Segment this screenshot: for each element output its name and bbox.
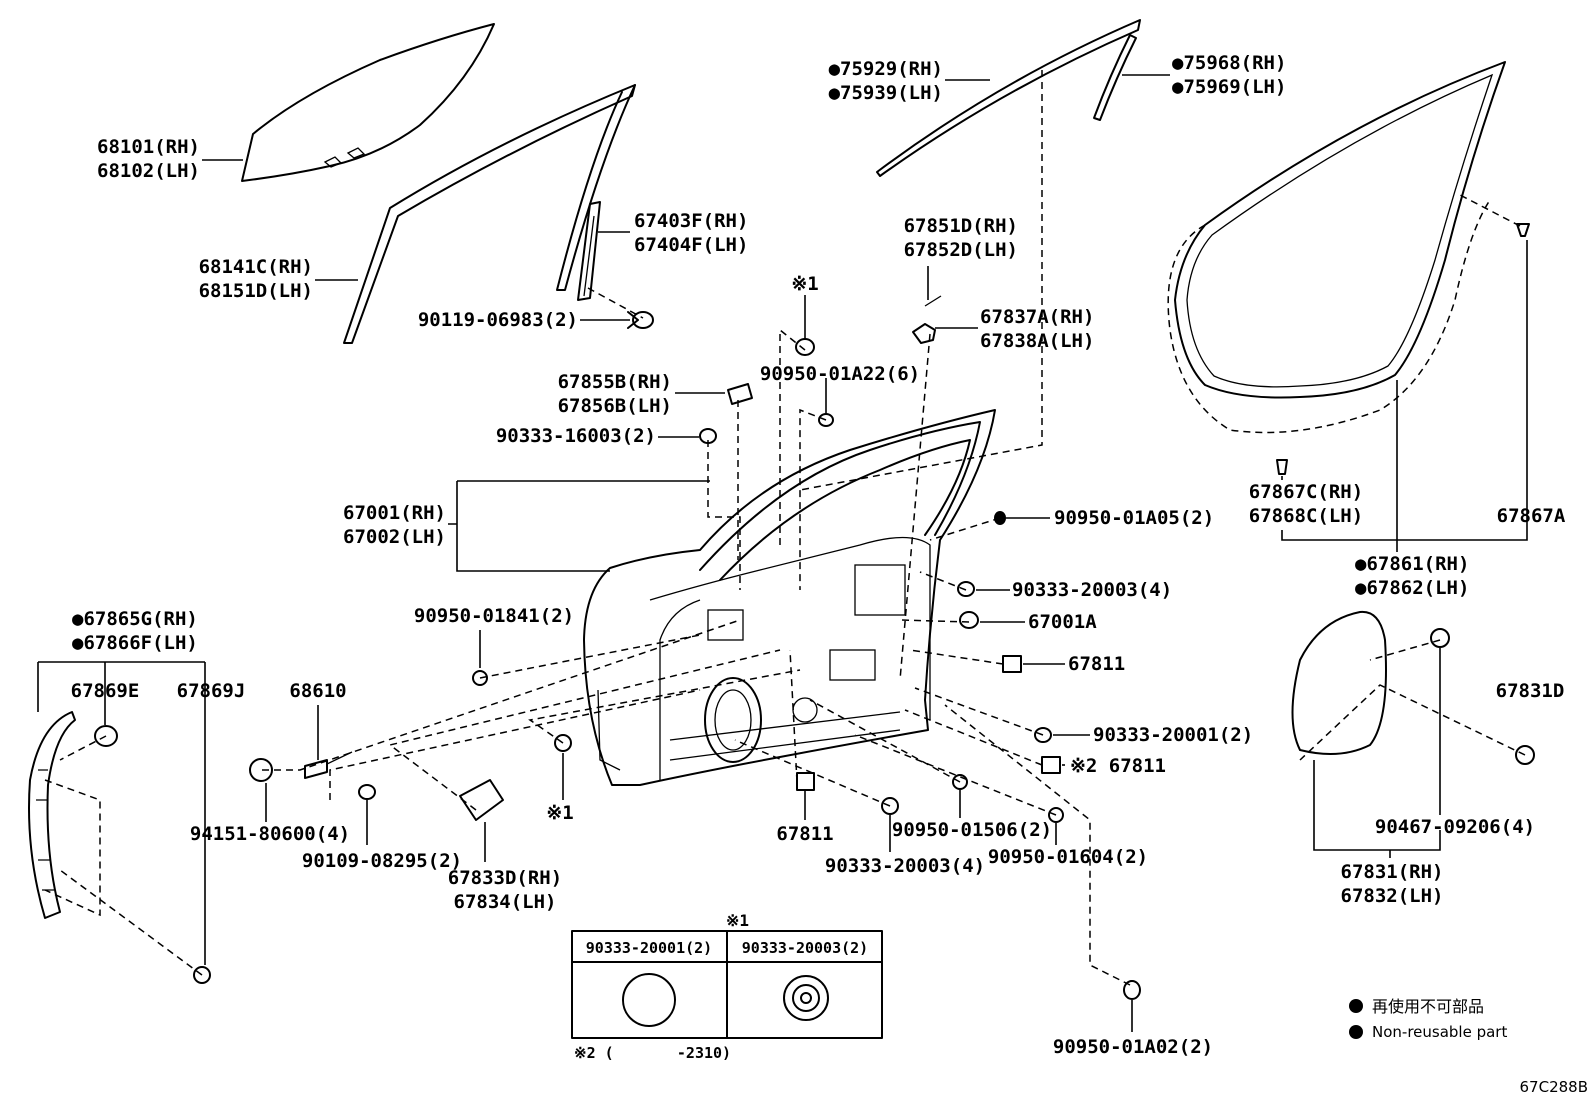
clip-67837-part	[912, 295, 942, 344]
legend-dot-2	[1349, 1025, 1363, 1039]
dashed-assembly-lines	[44, 70, 1526, 986]
door-shell-part	[583, 409, 996, 786]
callout-glass-run-line-2: 68151D(LH)	[199, 280, 313, 302]
legend-line-1: 再使用不可部品	[1372, 997, 1484, 1016]
callout-molding-75968-line-2: ●75969(LH)	[1172, 76, 1286, 98]
callout-plug-01506-line-1: 90950-01506(2)	[892, 819, 1052, 841]
callout-weatherstrip-67865-line-2: ●67866F(LH)	[72, 632, 198, 654]
callout-hole-plug-01a22-line-1: 90950-01A22(6)	[760, 363, 920, 385]
callout-clip-67867c-line-1: 67867C(RH)	[1249, 481, 1363, 503]
callout-pad-67811-a-line-1: 67811	[1068, 653, 1125, 675]
callout-plug-20003-b-line-1: 90333-20003(4)	[825, 855, 985, 877]
callout-division-bar-line-2: 67404F(LH)	[634, 234, 748, 256]
callout-glass-top-line-1: 68101(RH)	[97, 136, 200, 158]
callout-screw-09206-line-1: 90467-09206(4)	[1375, 816, 1535, 838]
callout-plug-01604-line-1: 90950-01604(2)	[988, 846, 1148, 868]
cover-67831-part	[1291, 610, 1535, 765]
division-bar-part	[577, 201, 601, 301]
note-table-footnote: ※2 ( -2310)	[574, 1044, 731, 1062]
callout-door-panel-line-2: 67002(LH)	[343, 526, 446, 548]
callout-plug-67001a-line-1: 67001A	[1028, 611, 1097, 633]
note-table-ref: ※1	[726, 911, 749, 930]
callout-plug-16003-line-1: 90333-16003(2)	[496, 425, 656, 447]
callout-clip-67837-line-2: 67838A(LH)	[980, 330, 1094, 352]
callout-weatherstrip-67865-line-1: ●67865G(RH)	[72, 608, 198, 630]
callout-cover-67831-line-2: 67832(LH)	[1341, 885, 1444, 907]
callout-glass-run-line-1: 68141C(RH)	[199, 256, 313, 278]
callout-bolt-06983-line-1: 90119-06983(2)	[418, 309, 578, 331]
callout-pad-67811-b-line-1: ※2 67811	[1070, 755, 1166, 777]
note-table	[571, 930, 883, 1039]
callout-glass-top-line-2: 68102(LH)	[97, 160, 200, 182]
callout-bracket-67855-line-2: 67856B(LH)	[558, 395, 672, 417]
door-glass-part	[241, 23, 495, 182]
callout-plug-01a02-line-1: 90950-01A02(2)	[1053, 1036, 1213, 1058]
callout-bolt-08295-line-1: 90109-08295(2)	[302, 850, 462, 872]
callout-clip-67869e-line-1: 67869E	[71, 680, 140, 702]
note-table-col1: 90333-20001(2)	[586, 939, 712, 957]
small-plugs-part	[94, 338, 1141, 1000]
callout-plug-01a05-line-1: 90950-01A05(2)	[1054, 507, 1214, 529]
legend-dot-1	[1349, 999, 1363, 1013]
callout-cover-67833-line-1: 67833D(RH)	[448, 867, 562, 889]
callout-bracket-67855-line-1: 67855B(RH)	[558, 371, 672, 393]
callout-ref-1-mid-line-1: ※1	[546, 802, 573, 824]
bracket-67855-part	[727, 383, 753, 405]
callout-cover-67833-line-2: 67834(LH)	[454, 891, 557, 913]
callout-stud-68610-line-1: 68610	[289, 680, 346, 702]
callout-nut-94151-line-1: 94151-80600(4)	[190, 823, 350, 845]
diagram-code: 67C288B	[1520, 1078, 1588, 1096]
bolt-part	[627, 311, 654, 329]
leader-lines	[37, 74, 1528, 1032]
callout-clip-67837-line-1: 67837A(RH)	[980, 306, 1094, 328]
molding-75968-part	[1093, 34, 1137, 121]
callout-division-bar-line-1: 67403F(RH)	[634, 210, 748, 232]
weatherstrip-67861-part	[1167, 61, 1530, 475]
callout-clip-67867c-line-2: 67868C(LH)	[1249, 505, 1363, 527]
legend-line-2: Non-reusable part	[1372, 1023, 1507, 1041]
belt-molding-part	[876, 19, 1141, 177]
callout-plug-20001-line-1: 90333-20001(2)	[1093, 724, 1253, 746]
callout-cover-67831-line-1: 67831(RH)	[1341, 861, 1444, 883]
weatherstrip-67865-part	[28, 711, 76, 919]
callout-weatherstrip-67851-line-2: 67852D(LH)	[904, 239, 1018, 261]
callout-pad-67811-c-line-1: 67811	[776, 823, 833, 845]
callout-weatherstrip-67861-line-2: ●67862(LH)	[1355, 577, 1469, 599]
stud-bolt-part	[249, 751, 376, 800]
callout-weatherstrip-67851-line-1: 67851D(RH)	[904, 215, 1018, 237]
callout-plug-20003-a-line-1: 90333-20003(4)	[1012, 579, 1172, 601]
cover-67833-part	[459, 779, 504, 821]
callout-clip-67869j-line-1: 67869J	[177, 680, 246, 702]
callout-belt-molding-rh-line-1: ●75929(RH)	[829, 58, 943, 80]
callout-door-panel-line-1: 67001(RH)	[343, 502, 446, 524]
callout-plug-01841-line-1: 90950-01841(2)	[414, 605, 574, 627]
callout-clip-67831d-line-1: 67831D	[1496, 680, 1565, 702]
callout-labels: 68101(RH)68102(LH) 68141C(RH)68151D(LH) 67…	[71, 52, 1566, 1058]
note-table-col2: 90333-20003(2)	[742, 939, 868, 957]
callout-clip-67867a-line-1: 67867A	[1497, 505, 1566, 527]
callout-ref-1-top-line-1: ※1	[791, 273, 818, 295]
glass-run-part	[343, 84, 636, 344]
callout-belt-molding-rh-line-2: ●75939(LH)	[829, 82, 943, 104]
callout-molding-75968-line-1: ●75968(RH)	[1172, 52, 1286, 74]
callout-weatherstrip-67861-line-1: ●67861(RH)	[1355, 553, 1469, 575]
